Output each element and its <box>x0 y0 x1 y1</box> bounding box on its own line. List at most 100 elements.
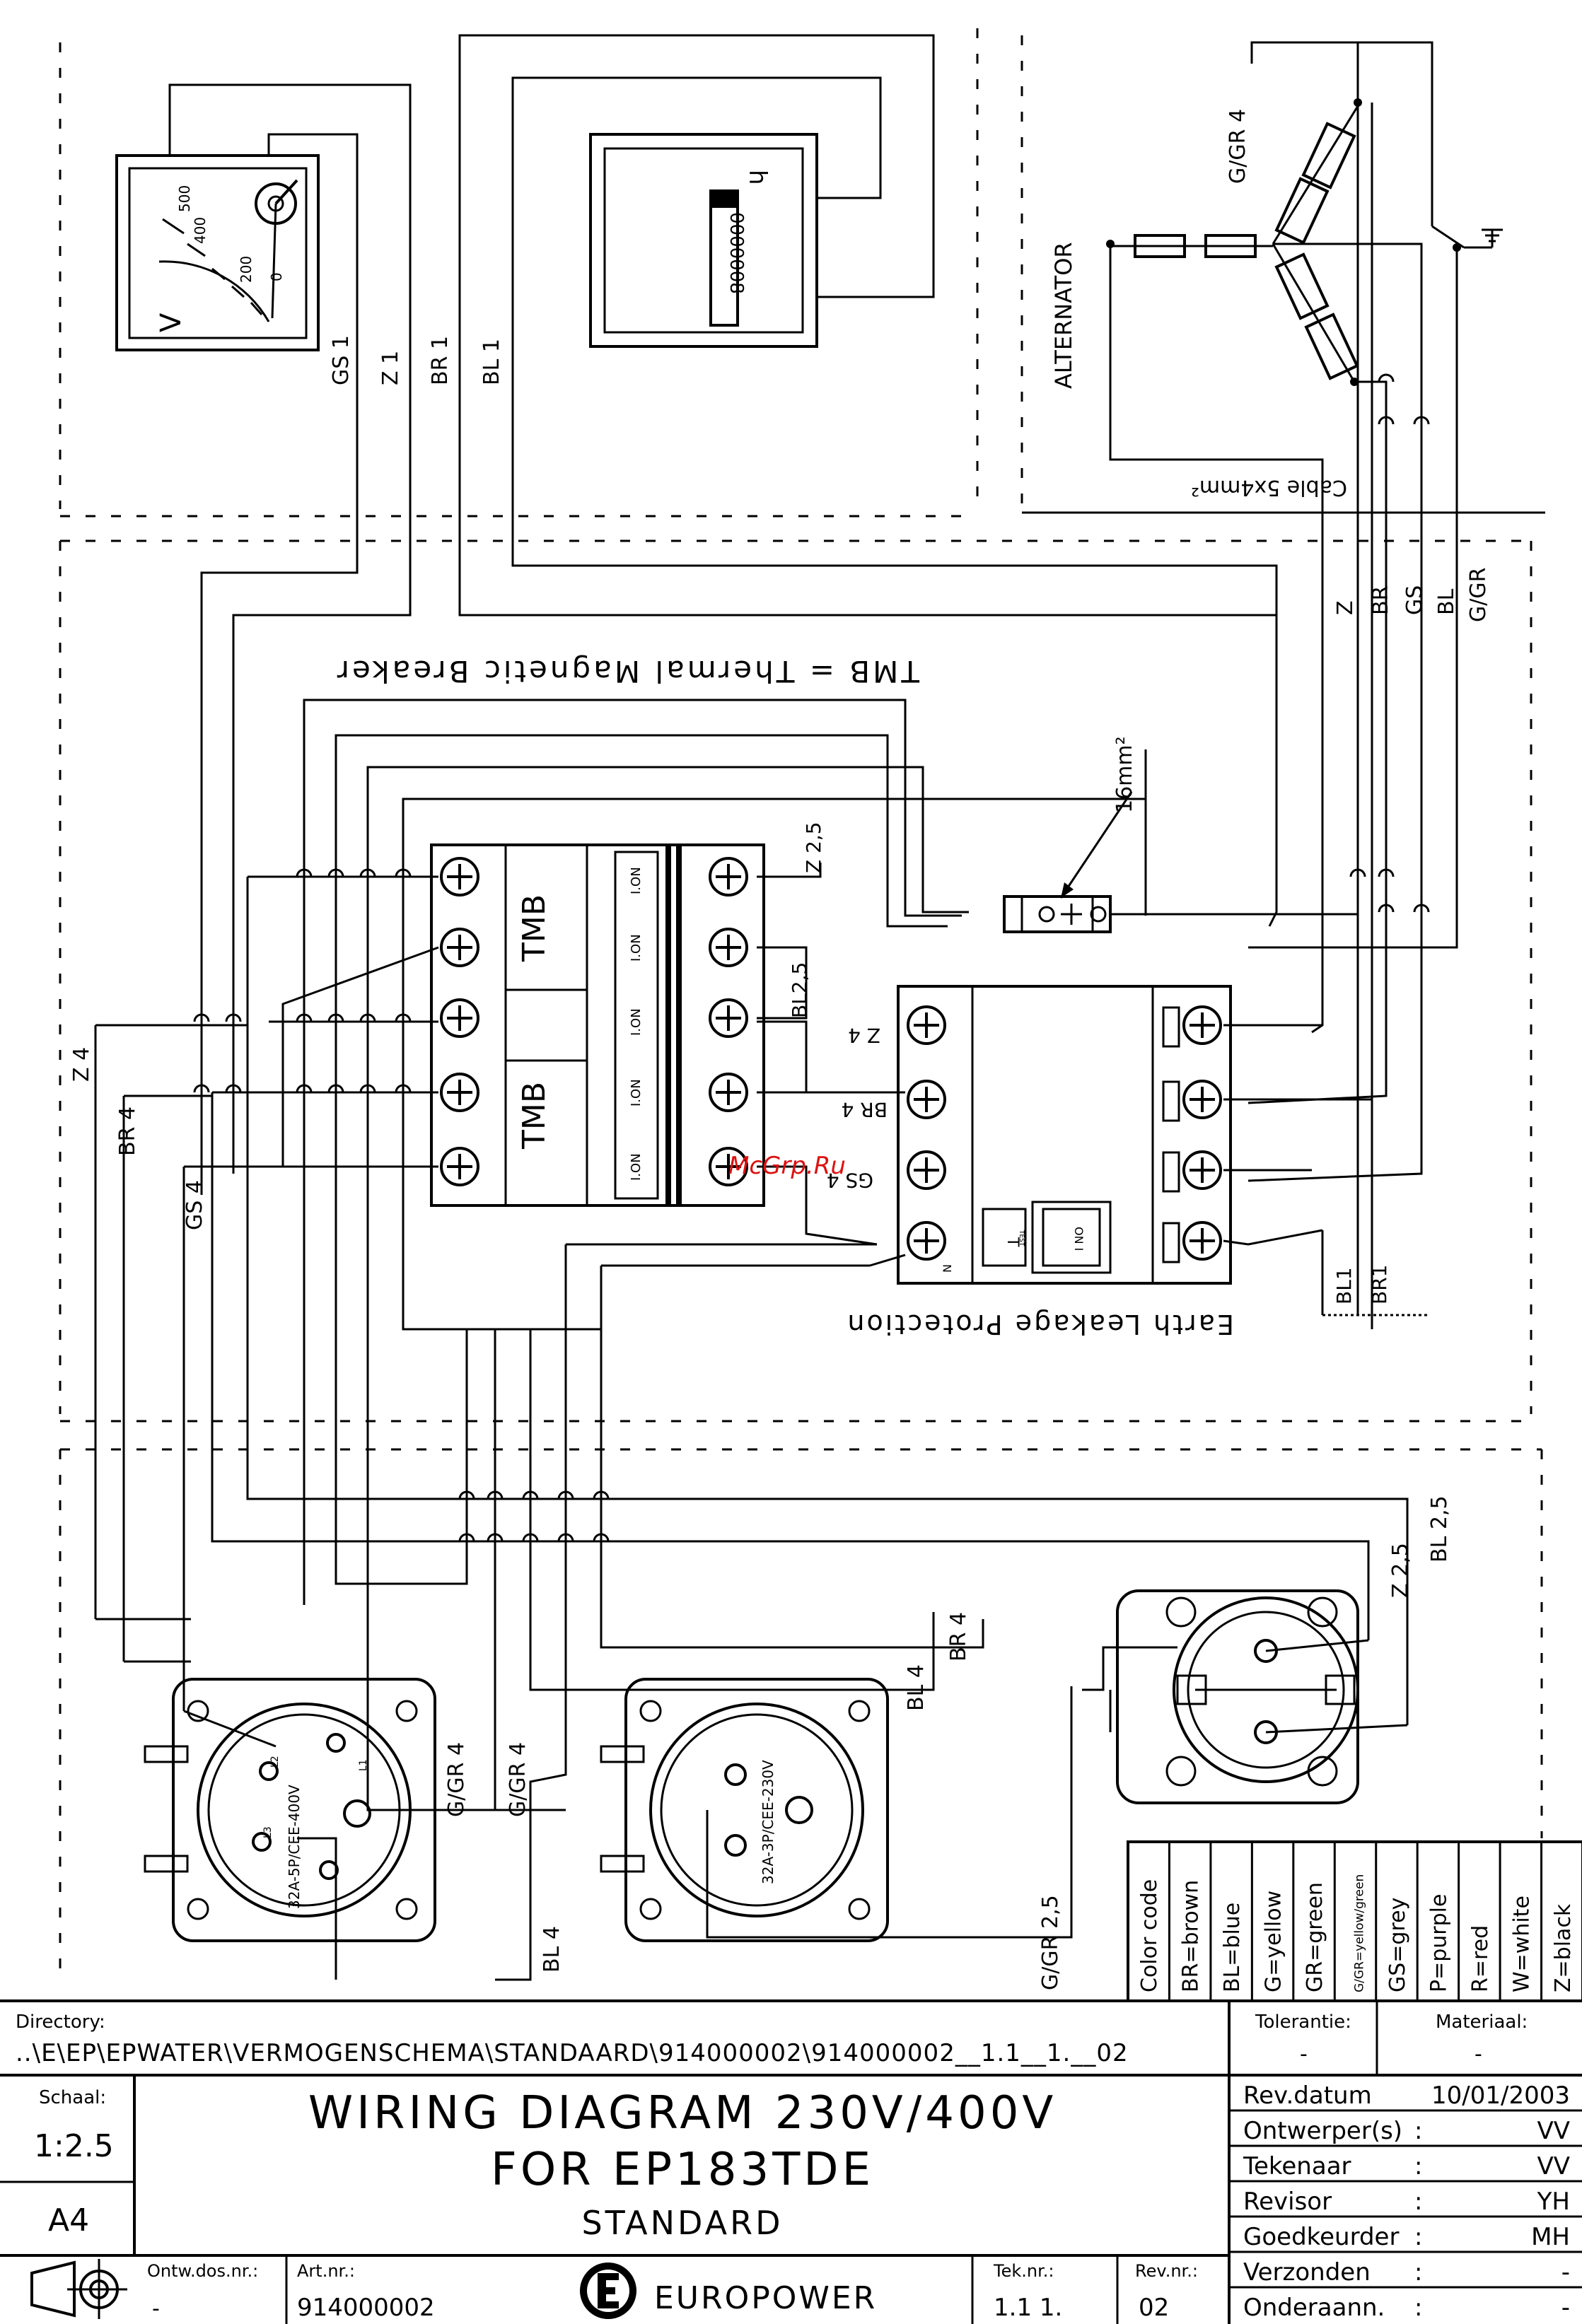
directory-label: Directory: <box>16 2011 105 2033</box>
paper-format: A4 <box>48 2202 89 2238</box>
on-label-1: I.ON <box>629 867 644 894</box>
alternator-cables: Z BR GS BL G/GR <box>1109 103 1491 1329</box>
on-label-2: I.ON <box>629 934 644 962</box>
volt-scale-0: 0 <box>268 272 285 281</box>
wire-label-z4: Z 4 <box>69 1047 94 1082</box>
schaal-value: 1:2.5 <box>34 2128 114 2164</box>
wire-label-bl25: BL 2,5 <box>1427 1495 1452 1563</box>
tmb-label-top: TMB <box>516 894 552 962</box>
wire-label-br4: BR 4 <box>115 1106 140 1156</box>
revision-row-label: Verzonden <box>1243 2258 1371 2287</box>
tolerantie-label: Tolerantie: <box>1255 2011 1351 2033</box>
elcb-test-label: T <box>1004 1237 1021 1247</box>
wire-label-ggr4-b: G/GR 4 <box>506 1742 530 1817</box>
socket-400v-l1: L1 <box>358 1759 369 1771</box>
earth-bar-size: 16mm² <box>1112 736 1137 813</box>
tmb-label-bottom: TMB <box>516 1082 552 1150</box>
art-label: Art.nr.: <box>297 2261 355 2281</box>
alternator: ALTERNATOR G/GR 4 <box>1050 41 1503 389</box>
wire-label-z1: Z 1 <box>378 351 403 385</box>
revision-row-label: Onderaann. <box>1243 2294 1385 2322</box>
volt-scale-200: 200 <box>238 256 255 283</box>
art-value: 914000002 <box>297 2294 435 2322</box>
earth-leakage-protection: T TEST ON I N Earth Leakage Protection <box>845 985 1323 1340</box>
wire-label-gs4-mid: GS 4 <box>827 1169 873 1192</box>
wire-label-br: BR <box>1368 586 1393 615</box>
wire-crossovers <box>193 373 1430 1543</box>
on-label-5: I.ON <box>629 1153 644 1181</box>
wire-label-br4-mid: BR 4 <box>842 1098 888 1121</box>
revision-row-label: Tekenaar <box>1243 2152 1351 2180</box>
revision-row-separator: : <box>1414 2188 1422 2216</box>
revision-row-value: YH <box>1537 2188 1570 2216</box>
hour-digits: 0000008 <box>726 212 747 294</box>
revision-row-value: VV <box>1537 2117 1570 2145</box>
socket-400v-rating: 32A-5P/CEE-400V <box>286 1785 303 1909</box>
revision-row-label: Goedkeurder <box>1243 2223 1399 2251</box>
title-line-3: STANDARD <box>581 2204 783 2242</box>
socket-400v: 32A-5P/CEE-400V L1 L2 L3 <box>144 1678 436 1942</box>
tolerantie-value: - <box>1300 2042 1308 2067</box>
socket-400v-l3: L3 <box>262 1826 274 1838</box>
wire-label-bl4-c: BL 4 <box>904 1664 929 1711</box>
revision-row-value: - <box>1561 2294 1570 2322</box>
hour-unit: h <box>743 170 772 185</box>
wire-label-z25: Z 2,5 <box>1388 1543 1413 1598</box>
voltmeter: 500 400 200 0 V <box>115 154 320 351</box>
revision-row-separator: : <box>1414 2294 1422 2322</box>
revision-row-value: 10/01/2003 <box>1431 2081 1570 2110</box>
wire-label-bl4: BL 4 <box>540 1926 564 1973</box>
wire-label-bl1: BL 1 <box>479 339 504 385</box>
revision-row-value: MH <box>1531 2223 1570 2251</box>
socket-schuko <box>1082 1589 1359 1804</box>
color-code-entry: P=purple <box>1426 1894 1451 1992</box>
brand-name: EUROPOWER <box>654 2280 877 2316</box>
revision-row-label: Rev.datum <box>1243 2081 1372 2110</box>
breaker-bus-wiring <box>303 699 1147 1315</box>
wire-label-ggr: G/GR <box>1466 568 1491 622</box>
materiaal-value: - <box>1475 2042 1482 2067</box>
rev-label: Rev.nr.: <box>1135 2261 1198 2281</box>
elcb-n-label: N <box>941 1264 954 1273</box>
wire-label-br1-bottom: BR1 <box>1368 1265 1391 1304</box>
title-line-1: WIRING DIAGRAM 230V/400V <box>308 2087 1057 2139</box>
title-block: Directory: ..\E\EP\EPWATER\VERMOGENSCHEM… <box>0 1999 1582 2324</box>
socket-230v-rating: 32A-3P/CEE-230V <box>760 1760 777 1884</box>
cable-label: Cable 5x4mm² <box>1191 475 1347 500</box>
revision-row-label: Ontwerper(s) <box>1243 2117 1402 2145</box>
revision-row-separator: : <box>1414 2152 1422 2180</box>
breaker-right-wiring: Z 2,5 BL2,5 Z 4 BR 4 GS 4 <box>757 822 905 1246</box>
color-code-entry: BL=blue <box>1220 1903 1245 1992</box>
volt-scale-500: 500 <box>176 185 193 212</box>
wire-label-br4-c: BR 4 <box>946 1612 971 1662</box>
wire-label-z: Z <box>1333 600 1358 615</box>
panel-boundaries <box>59 28 1545 1980</box>
hour-meter: 0000008 h <box>589 133 818 348</box>
socket-feed-wiring: G/GR 4 G/GR 4 BR 4 BL 4 G/GR 2,5 BL 4 <box>95 1230 1112 1990</box>
tmb-note: TMB = Thermal Magnetic Breaker <box>335 654 920 689</box>
revision-row-label: Revisor <box>1243 2188 1332 2216</box>
wire-label-bl25-top: BL2,5 <box>788 962 811 1018</box>
wire-label-gs: GS <box>1402 585 1427 615</box>
wire-label-bl: BL <box>1434 588 1459 615</box>
schaal-label: Schaal: <box>39 2087 106 2108</box>
on-label-4: I.ON <box>629 1079 644 1106</box>
tek-label: Tek.nr.: <box>993 2261 1054 2281</box>
volt-unit: V <box>155 313 187 332</box>
elcb-on-label: ON I <box>1072 1227 1086 1251</box>
wire-label-ggr25: G/GR 2,5 <box>1038 1895 1063 1990</box>
volt-scale-400: 400 <box>192 217 209 244</box>
tek-value: 1.1 1. <box>994 2294 1062 2322</box>
color-code-entry: G/GR=yellow/green <box>1353 1874 1367 1992</box>
revision-row-separator: : <box>1414 2117 1422 2145</box>
wire-label-ggr4-a: G/GR 4 <box>444 1742 469 1817</box>
elcb-test-small: TEST <box>1018 1230 1025 1246</box>
elp-label: Earth Leakage Protection <box>845 1309 1234 1340</box>
directory-path: ..\E\EP\EPWATER\VERMOGENSCHEMA\STANDAARD… <box>16 2039 1129 2067</box>
wire-label-gs1: GS 1 <box>329 335 354 385</box>
socket-400v-l2: L2 <box>269 1756 281 1768</box>
rev-value: 02 <box>1139 2294 1169 2322</box>
on-label-3: I.ON <box>629 1008 644 1036</box>
revision-row-value: - <box>1561 2258 1570 2287</box>
